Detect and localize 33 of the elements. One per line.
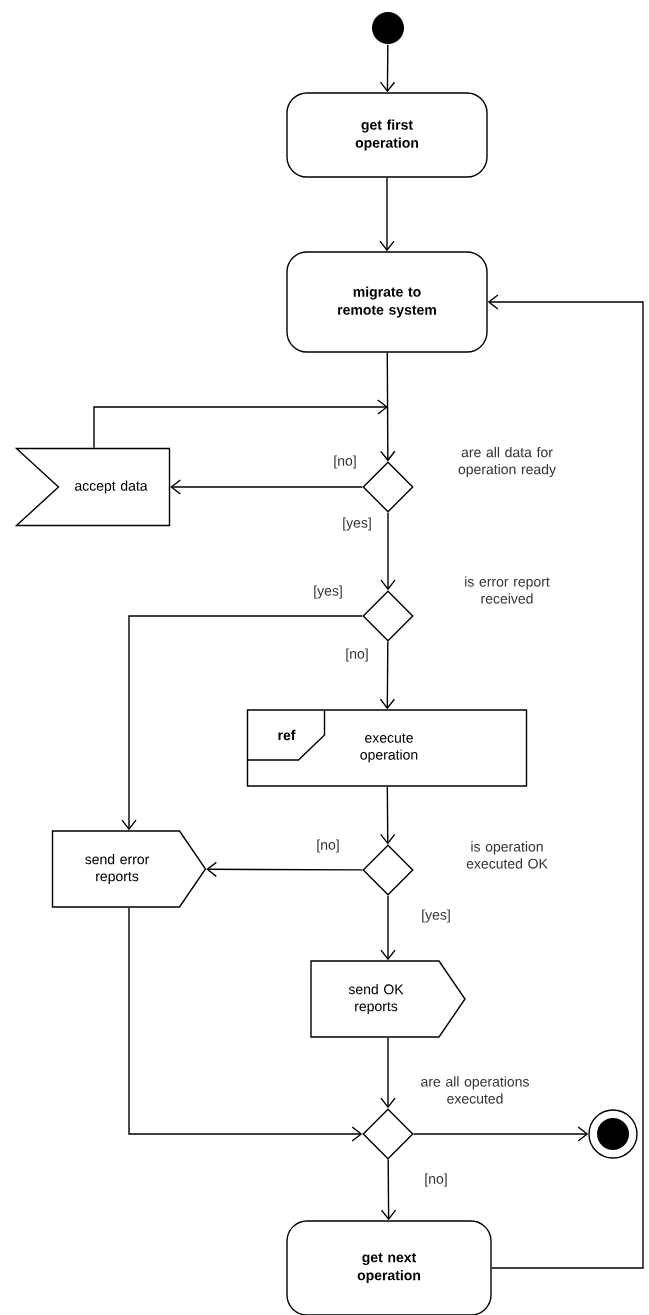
action-box: migrate to remote system	[286, 251, 488, 353]
guard-question: are all data for operation ready	[458, 447, 556, 478]
arrow	[379, 44, 396, 93]
edge-label: [no]	[344, 647, 370, 663]
arrow	[380, 1158, 397, 1221]
edge-label: [no]	[332, 454, 358, 470]
action-box: get next operation	[286, 1220, 492, 1315]
arrow	[93, 399, 388, 449]
guard-question: is operation executed OK	[466, 841, 548, 869]
edge-label: [yes]	[341, 516, 373, 532]
arrow	[379, 177, 395, 252]
arrow	[413, 1126, 589, 1142]
edge-label: [yes]	[420, 908, 452, 924]
edge-label: [yes]	[312, 584, 344, 600]
arrow	[380, 512, 396, 591]
action-box: get first operation	[286, 92, 488, 178]
arrow	[379, 640, 396, 710]
arrow	[121, 615, 363, 831]
arrow	[128, 907, 363, 1142]
edge-label: [no]	[423, 1172, 449, 1188]
final-node	[588, 1109, 638, 1159]
arrow	[170, 479, 363, 495]
guard-question: is error report received	[465, 576, 550, 604]
arrow	[380, 786, 396, 845]
arrow	[380, 1037, 396, 1109]
interaction-use-frame: ref execute operation	[246, 709, 528, 787]
arrow	[380, 352, 396, 462]
initial-node	[372, 12, 404, 44]
arrow	[206, 861, 364, 878]
arrow	[487, 294, 644, 1269]
edge-label: [no]	[315, 838, 341, 854]
guard-question: are all operations executed	[421, 1076, 529, 1104]
arrow	[380, 895, 396, 961]
